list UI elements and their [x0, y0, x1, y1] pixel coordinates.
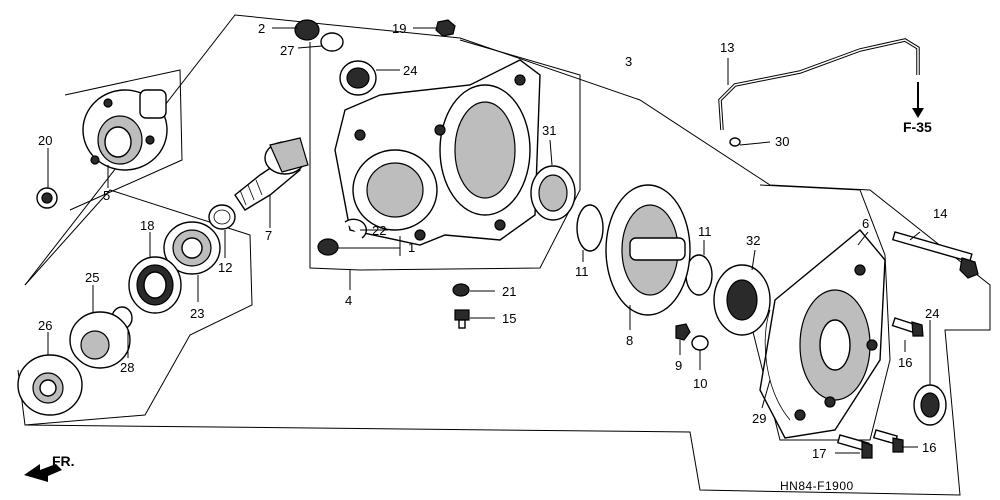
gear-case-part: [334, 59, 541, 246]
callout-8: 8: [626, 333, 633, 348]
circlip-part-22: [344, 218, 368, 239]
callout-24-top: 24: [403, 63, 417, 78]
callout-4: 4: [345, 293, 352, 308]
callout-11-left: 11: [575, 264, 589, 279]
oil-seal-part-24-top: [339, 60, 377, 96]
cover-group-outline: [744, 184, 891, 441]
bearing-group-outline: [24, 189, 253, 426]
callout-30: 30: [775, 134, 789, 149]
callout-2: 2: [258, 21, 265, 36]
callout-22: 22: [372, 223, 386, 238]
callout-17: 17: [812, 446, 826, 461]
bearing-holder-part-25: [69, 311, 131, 369]
leader-lines: [47, 27, 931, 454]
callout-6: 6: [862, 216, 869, 231]
front-arrow-icon: [24, 464, 62, 482]
callout-26: 26: [38, 318, 52, 333]
front-marker-label: FR.: [52, 453, 75, 469]
clip-part-30: [729, 137, 741, 147]
bolt-part-17: [836, 434, 873, 459]
callout-5: 5: [103, 188, 110, 203]
final-gear-cover-part: [759, 229, 886, 439]
callout-31: 31: [542, 123, 556, 138]
bearing-part-32: [713, 264, 771, 336]
bolt-part-14: [891, 231, 979, 279]
gasket-part-29: [764, 309, 791, 421]
bolt-part-16-upper: [891, 317, 924, 337]
callout-18: 18: [140, 218, 154, 233]
flange-plate-part-26: [17, 354, 83, 416]
output-flange-part: [82, 89, 168, 171]
callout-14: 14: [933, 206, 947, 221]
callout-19: 19: [392, 21, 406, 36]
callout-13: 13: [720, 40, 734, 55]
callout-1: 1: [408, 240, 415, 255]
nut-part-21: [452, 283, 470, 297]
callout-32: 32: [746, 233, 760, 248]
final-drive-case-outline: [309, 39, 581, 271]
o-ring-part-27: [320, 32, 344, 52]
nut-part-20: [36, 187, 58, 209]
bearing-part-23: [163, 221, 221, 275]
bolt-part-15: [454, 309, 470, 329]
callout-10: 10: [693, 376, 707, 391]
callout-23: 23: [190, 306, 204, 321]
callout-15: 15: [502, 311, 516, 326]
nut-part-9: [675, 323, 691, 341]
callout-29: 29: [752, 411, 766, 426]
breather-tube-part: [718, 38, 920, 131]
shim-part-11-left: [576, 204, 604, 252]
callout-3: 3: [625, 54, 632, 69]
reference-label: F-35: [903, 119, 932, 135]
bearing-part-31: [530, 165, 576, 221]
flange-group-outline: [64, 69, 183, 211]
bolt-part-16-lower: [872, 429, 904, 453]
shim-part-12: [208, 204, 236, 230]
callout-16-lower: 16: [922, 440, 936, 455]
washer-part-10: [691, 335, 709, 351]
ring-gear-part: [605, 184, 691, 316]
plug-part-2: [294, 19, 320, 41]
needle-bearing-part-18: [128, 256, 182, 314]
callout-12: 12: [218, 260, 232, 275]
reference-arrow-icon: [912, 82, 924, 118]
callout-28: 28: [120, 360, 134, 375]
oil-seal-part-24-right: [913, 384, 947, 426]
callout-9: 9: [675, 358, 682, 373]
bolt-part-19: [435, 19, 456, 37]
callout-24-right: 24: [925, 306, 939, 321]
callout-25: 25: [85, 270, 99, 285]
diagram-code: HN84-F1900: [780, 479, 854, 493]
callout-21: 21: [502, 284, 516, 299]
callout-27: 27: [280, 43, 294, 58]
callout-7: 7: [265, 228, 272, 243]
pinion-gear-part: [234, 137, 309, 211]
callout-16-upper: 16: [898, 355, 912, 370]
pin-part-1: [317, 238, 339, 256]
callout-11-right: 11: [698, 224, 712, 239]
callout-20: 20: [38, 133, 52, 148]
